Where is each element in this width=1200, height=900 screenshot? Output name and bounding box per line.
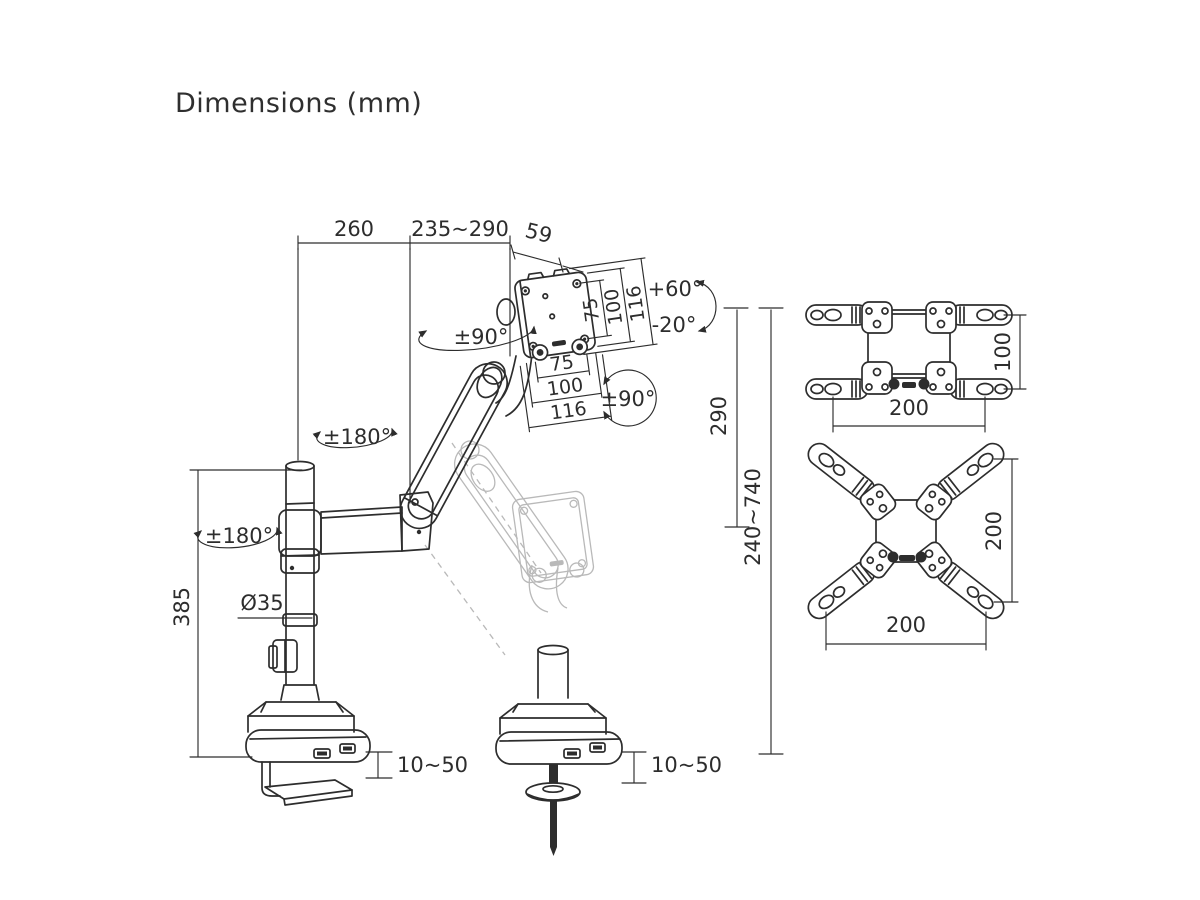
- vesa-side-116: 116: [623, 284, 650, 323]
- angle-arm-swivel: ±90°: [454, 325, 509, 349]
- vesa-bottom-75: 75: [548, 351, 575, 376]
- desk-clamp-base: [245, 684, 371, 806]
- pole: [268, 460, 320, 685]
- dim-head-offset: 59: [523, 218, 555, 248]
- vesa-side-75: 75: [579, 296, 604, 323]
- vesa-bottom-100: 100: [546, 374, 585, 401]
- vesa-adapter-bar: 100 200: [805, 301, 1027, 433]
- adapter-cross-width: 200: [886, 613, 926, 637]
- dim-reach-rear: 260: [334, 217, 374, 241]
- dim-reach-front: 235~290: [411, 217, 509, 241]
- angle-tilt-down: -20°: [652, 313, 697, 337]
- angle-tilt-up: +60°: [648, 277, 703, 301]
- angle-head-rotate: ±90°: [601, 387, 656, 411]
- dimension-lines: [189, 235, 784, 784]
- dim-height-range: 240~740: [741, 468, 765, 566]
- vesa-side-100: 100: [601, 287, 628, 326]
- angle-arm-rotate: ±180°: [323, 425, 391, 449]
- dim-clamp-right: 10~50: [651, 753, 722, 777]
- vesa-plate: 75 100 116 75 100 116: [514, 257, 658, 433]
- monitor-head: [482, 298, 533, 417]
- ghost-vesa-plate: [511, 490, 595, 584]
- gas-spring-arm: [399, 362, 508, 530]
- dim-pole-height: 385: [170, 587, 194, 627]
- grommet-base: [495, 644, 623, 856]
- ghost-arm-position: [424, 440, 595, 656]
- angle-base-rotate: ±180°: [205, 524, 273, 548]
- vesa-bottom-116: 116: [549, 398, 588, 425]
- page-title: Dimensions (mm): [175, 88, 422, 119]
- dim-pole-diameter: Ø35: [240, 591, 283, 615]
- adapter-bar-height: 100: [991, 332, 1015, 372]
- dim-gas-lift: 290: [707, 396, 731, 436]
- adapter-bar-width: 200: [889, 396, 929, 420]
- vesa-adapter-cross: 200 200: [807, 442, 1019, 651]
- dim-clamp-left: 10~50: [397, 753, 468, 777]
- adapter-cross-height: 200: [982, 511, 1006, 551]
- vesa-side-dims: [569, 257, 658, 355]
